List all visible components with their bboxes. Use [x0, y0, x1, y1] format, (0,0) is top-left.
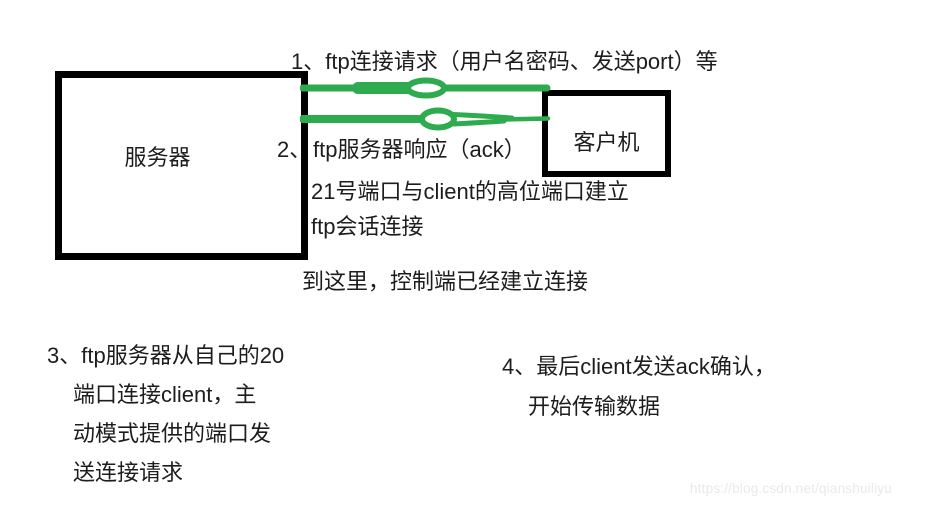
- annotation-step2-text: ftp服务器响应（ack）: [313, 137, 526, 162]
- annotation-step3-line1: 3、ftp服务器从自己的20: [47, 343, 285, 368]
- annotation-step1: 1、ftp连接请求（用户名密码、发送port）等: [291, 49, 718, 74]
- client-node: 客户机: [542, 90, 671, 177]
- annotation-step4-line2: 开始传输数据: [528, 394, 661, 419]
- client-label: 客户机: [573, 129, 640, 155]
- annotation-step3: 3、ftp服务器从自己的20 端口连接client，主 动模式提供的端口发 送连…: [47, 336, 284, 492]
- annotation-step4: 4、最后client发送ack确认， 开始传输数据: [502, 347, 776, 427]
- ftp-request-arrow: [300, 77, 551, 99]
- annotation-step3-line2: 端口连接client，主: [73, 382, 257, 407]
- annotation-step2-line3: ftp会话连接: [311, 214, 424, 239]
- ftp-response-arrow: [300, 107, 551, 131]
- annotation-step2-line2: 21号端口与client的高位端口建立: [311, 179, 629, 204]
- annotation-control-note: 到这里，控制端已经建立连接: [302, 269, 589, 294]
- annotation-step3-line4: 送连接请求: [73, 460, 184, 485]
- server-node: 服务器: [55, 71, 308, 260]
- server-label: 服务器: [124, 144, 191, 170]
- annotation-step3-line3: 动模式提供的端口发: [73, 421, 272, 446]
- annotation-step2-number: 2、: [277, 137, 312, 162]
- watermark-url: https://blog.csdn.net/qianshuiliyu: [690, 481, 892, 496]
- annotation-step4-line1: 4、最后client发送ack确认，: [502, 354, 776, 379]
